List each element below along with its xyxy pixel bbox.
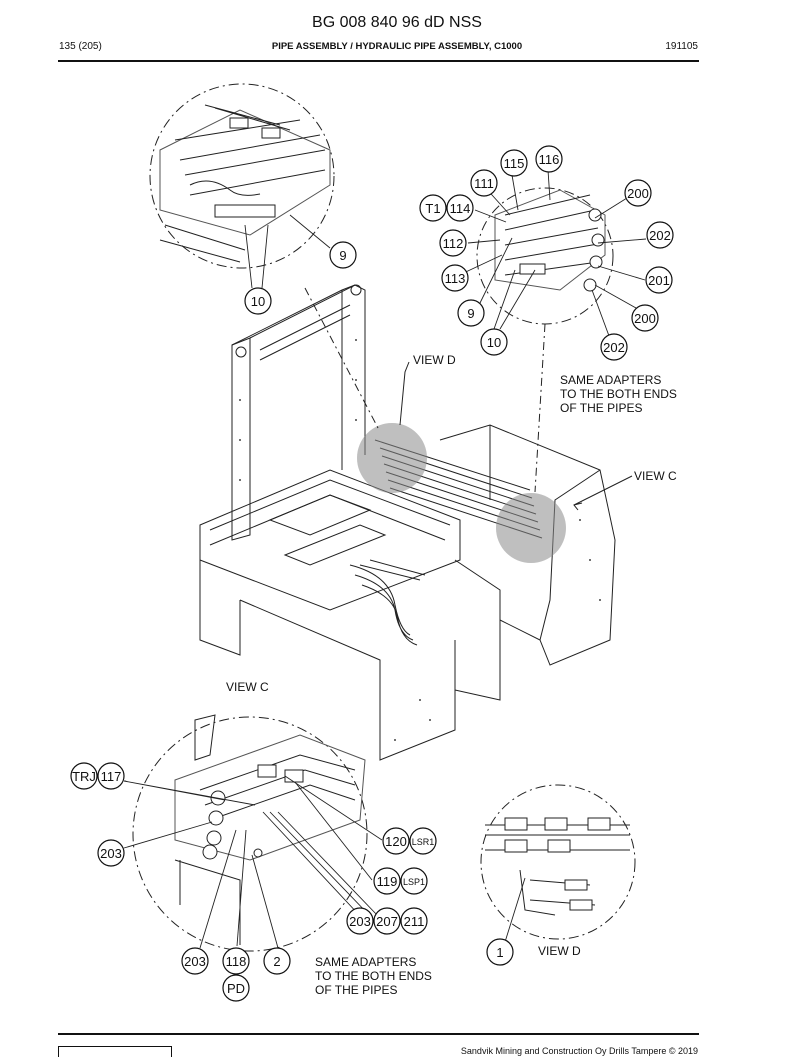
- callout-9-second: 9: [467, 306, 474, 321]
- view-c-detail-title: VIEW C: [226, 680, 269, 694]
- callout-t1: T1: [425, 201, 440, 216]
- detail-view-c: [132, 714, 368, 952]
- callout-lsr1: LSR1: [412, 837, 435, 847]
- callout-9: 9: [339, 248, 346, 263]
- view-d-label: VIEW D: [413, 353, 456, 367]
- callout-10: 10: [251, 294, 265, 309]
- callout-bubbles: [70, 145, 674, 1002]
- callout-1: 1: [496, 945, 503, 960]
- main-assembly: [199, 284, 616, 761]
- callout-112: 112: [443, 236, 464, 251]
- callout-211: 211: [404, 914, 425, 929]
- detail-view-top-left: [149, 83, 335, 269]
- callout-203-third: 203: [184, 954, 206, 969]
- callout-119: 119: [377, 874, 398, 889]
- callout-203-second: 203: [349, 914, 371, 929]
- callout-pd: PD: [227, 981, 245, 996]
- callout-numbers: 9 10 115 116 111 200 T1 114 202 112 113 …: [72, 152, 671, 996]
- footer-copyright: Sandvik Mining and Construction Oy Drill…: [460, 1046, 698, 1056]
- view-d-detail-title: VIEW D: [538, 944, 581, 958]
- callout-201: 201: [648, 273, 670, 288]
- callout-202-second: 202: [603, 340, 625, 355]
- callout-207: 207: [376, 914, 398, 929]
- document-date: 191105: [665, 41, 698, 52]
- view-d-highlight: [357, 423, 427, 493]
- page-number: 135 (205): [59, 41, 102, 52]
- view-c-label: VIEW C: [634, 469, 677, 483]
- callout-10-second: 10: [487, 335, 501, 350]
- callout-120: 120: [385, 834, 407, 849]
- callout-113: 113: [445, 271, 466, 286]
- callout-203: 203: [100, 846, 122, 861]
- company-logo: [58, 1046, 172, 1057]
- callout-116: 116: [539, 152, 560, 167]
- footer-rule: [58, 1033, 699, 1035]
- page-title: PIPE ASSEMBLY / HYDRAULIC PIPE ASSEMBLY,…: [271, 41, 523, 52]
- view-c-highlight: [496, 493, 566, 563]
- callout-leaders: [123, 169, 647, 949]
- callout-202: 202: [649, 228, 671, 243]
- callout-200-second: 200: [634, 311, 656, 326]
- callout-117: 117: [101, 769, 122, 784]
- callout-111: 111: [474, 176, 494, 191]
- same-adapters-note-top: SAME ADAPTERS TO THE BOTH ENDS OF THE PI…: [560, 373, 677, 415]
- callout-2: 2: [273, 954, 280, 969]
- callout-115: 115: [504, 156, 525, 171]
- callout-114: 114: [450, 201, 471, 216]
- detail-view-d: [480, 784, 636, 940]
- detail-view-top-right: [476, 187, 614, 325]
- document-id: BG 008 840 96 dD NSS: [312, 14, 482, 31]
- same-adapters-note-bottom: SAME ADAPTERS TO THE BOTH ENDS OF THE PI…: [315, 955, 432, 997]
- callout-200: 200: [627, 186, 649, 201]
- header-rule: [58, 60, 699, 62]
- callout-lsp1: LSP1: [403, 877, 425, 887]
- callout-trj: TRJ: [72, 769, 96, 784]
- callout-118: 118: [226, 954, 247, 969]
